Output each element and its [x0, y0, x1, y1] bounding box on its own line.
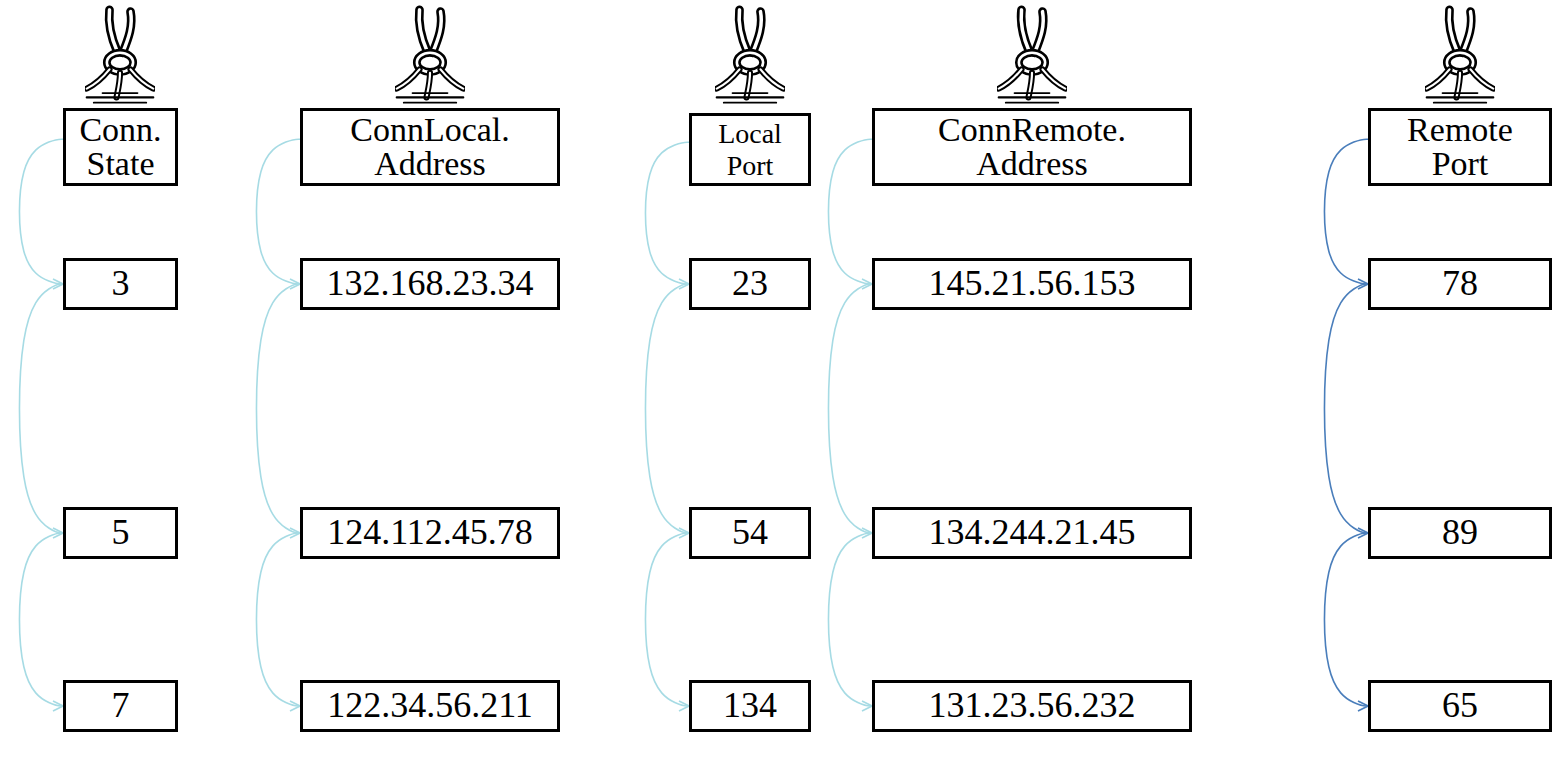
- value-box: 122.34.56.211: [300, 680, 560, 732]
- flow-arrow: [256, 284, 300, 533]
- value-box: 7: [63, 680, 178, 732]
- field-value: 134.244.21.45: [929, 513, 1136, 553]
- column-header: Remote Port: [1407, 113, 1513, 181]
- value-box: 23: [689, 258, 811, 310]
- knot-icon: [87, 10, 154, 103]
- flow-arrow: [256, 533, 300, 706]
- flow-arrow: [19, 139, 63, 284]
- field-value: 132.168.23.34: [327, 264, 534, 304]
- value-box: 3: [63, 258, 178, 310]
- field-value: 124.112.45.78: [327, 513, 533, 553]
- flow-arrow: [19, 284, 63, 533]
- column-header: ConnRemote. Address: [938, 113, 1126, 181]
- value-box: 78: [1368, 258, 1552, 310]
- column-header: Conn. State: [79, 113, 161, 181]
- header-box: Conn. State: [63, 108, 178, 186]
- header-box: Remote Port: [1368, 108, 1552, 186]
- flow-arrow: [828, 533, 872, 706]
- field-value: 131.23.56.232: [929, 686, 1136, 726]
- field-value: 78: [1442, 264, 1478, 304]
- flow-arrow: [645, 284, 689, 533]
- flow-arrow: [828, 139, 872, 284]
- field-value: 23: [732, 264, 768, 304]
- field-value: 65: [1442, 686, 1478, 726]
- value-box: 124.112.45.78: [300, 507, 560, 559]
- flow-arrow: [1324, 139, 1368, 284]
- field-value: 134: [723, 686, 777, 726]
- value-box: 89: [1368, 507, 1552, 559]
- header-box: ConnRemote. Address: [872, 108, 1192, 186]
- flow-arrow: [19, 533, 63, 706]
- value-box: 65: [1368, 680, 1552, 732]
- column-header: Local Port: [718, 118, 782, 181]
- field-value: 54: [732, 513, 768, 553]
- field-value: 122.34.56.211: [327, 686, 533, 726]
- header-box: ConnLocal. Address: [300, 108, 560, 186]
- column-header: ConnLocal. Address: [350, 113, 510, 181]
- knot-icon: [397, 10, 464, 103]
- flow-arrow: [256, 139, 300, 284]
- flow-arrow: [645, 533, 689, 706]
- value-box: 131.23.56.232: [872, 680, 1192, 732]
- value-box: 134: [689, 680, 811, 732]
- value-box: 132.168.23.34: [300, 258, 560, 310]
- field-value: 145.21.56.153: [929, 264, 1136, 304]
- knot-icon: [999, 10, 1066, 103]
- flow-arrow: [1324, 284, 1368, 533]
- value-box: 134.244.21.45: [872, 507, 1192, 559]
- flow-arrow: [645, 142, 689, 284]
- flow-arrow: [828, 284, 872, 533]
- value-box: 5: [63, 507, 178, 559]
- knot-icon: [1427, 10, 1494, 103]
- field-value: 5: [112, 513, 130, 553]
- value-box: 145.21.56.153: [872, 258, 1192, 310]
- header-box: Local Port: [689, 113, 811, 186]
- knot-icon: [717, 10, 784, 103]
- field-value: 89: [1442, 513, 1478, 553]
- flow-arrow: [1324, 533, 1368, 706]
- field-value: 3: [112, 264, 130, 304]
- value-box: 54: [689, 507, 811, 559]
- field-value: 7: [112, 686, 130, 726]
